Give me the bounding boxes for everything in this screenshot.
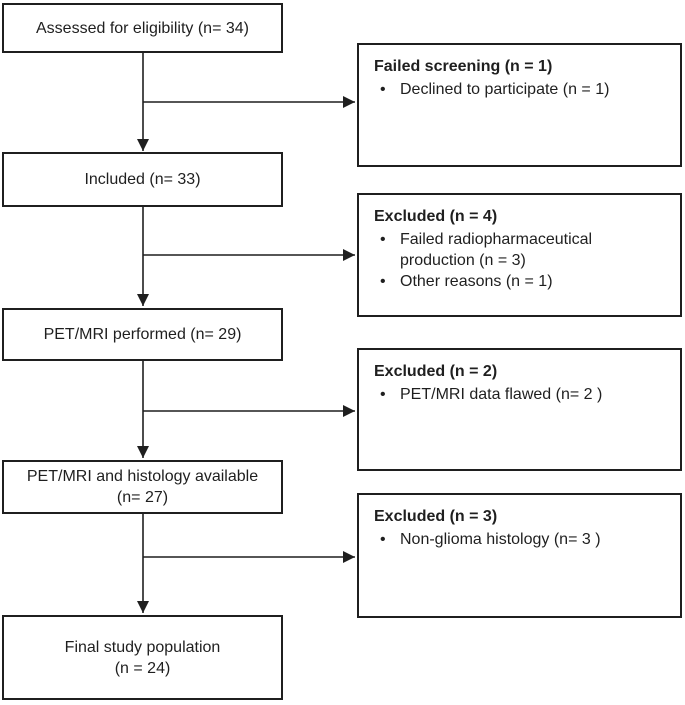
bullet-text: PET/MRI data flawed (n= 2 ) [400, 386, 603, 403]
flow-box-petmri-performed: PET/MRI performed (n= 29) [2, 308, 283, 361]
bullet-marker: • [380, 386, 386, 403]
bullet-item: • Declined to participate (n = 1) [374, 79, 666, 100]
bullet-marker: • [380, 531, 386, 548]
side-box-title: Excluded (n = 4) [374, 208, 498, 225]
flow-box-label: PET/MRI performed (n= 29) [43, 326, 242, 343]
flow-box-label-line1: PET/MRI and histology available [26, 468, 259, 485]
flow-box-final-study-population: Final study population (n = 24) [2, 615, 283, 700]
bullet-item: • Other reasons (n = 1) [374, 271, 666, 292]
flow-box-label: Assessed for eligibility (n= 34) [36, 19, 249, 37]
bullet-item: • Non-glioma histology (n= 3 ) [374, 529, 666, 550]
side-box-title: Excluded (n = 2) [374, 363, 498, 380]
bullet-text: Other reasons (n = 1) [400, 273, 553, 290]
bullet-marker: • [380, 273, 386, 290]
bullet-marker: • [380, 81, 386, 98]
bullet-item: • Failed radiopharmaceutical production … [374, 229, 666, 271]
flow-box-label: Included (n= 33) [84, 171, 201, 188]
side-box-failed-screening: Failed screening (n = 1) • Declined to p… [357, 43, 682, 167]
flow-box-label-line1: Final study population [64, 638, 221, 656]
bullet-text: Declined to participate (n = 1) [400, 81, 610, 98]
side-box-title: Failed screening (n = 1) [374, 58, 553, 75]
bullet-marker: • [380, 231, 386, 248]
bullet-text: Non-glioma histology (n= 3 ) [400, 531, 601, 548]
bullet-item: • PET/MRI data flawed (n= 2 ) [374, 384, 666, 405]
side-box-excluded-n4: Excluded (n = 4) • Failed radiopharmaceu… [357, 193, 682, 317]
flow-box-included: Included (n= 33) [2, 152, 283, 207]
bullet-text: Failed radiopharmaceutical production (n… [400, 231, 593, 269]
flow-box-assessed-for-eligibility: Assessed for eligibility (n= 34) [2, 3, 283, 53]
side-box-excluded-n3: Excluded (n = 3) • Non-glioma histology … [357, 493, 682, 618]
side-box-excluded-n2: Excluded (n = 2) • PET/MRI data flawed (… [357, 348, 682, 471]
flow-box-label-line2: (n= 27) [116, 489, 169, 506]
side-box-title: Excluded (n = 3) [374, 508, 498, 525]
flow-box-label-line2: (n = 24) [114, 659, 171, 677]
flow-box-petmri-histology-available: PET/MRI and histology available (n= 27) [2, 460, 283, 514]
